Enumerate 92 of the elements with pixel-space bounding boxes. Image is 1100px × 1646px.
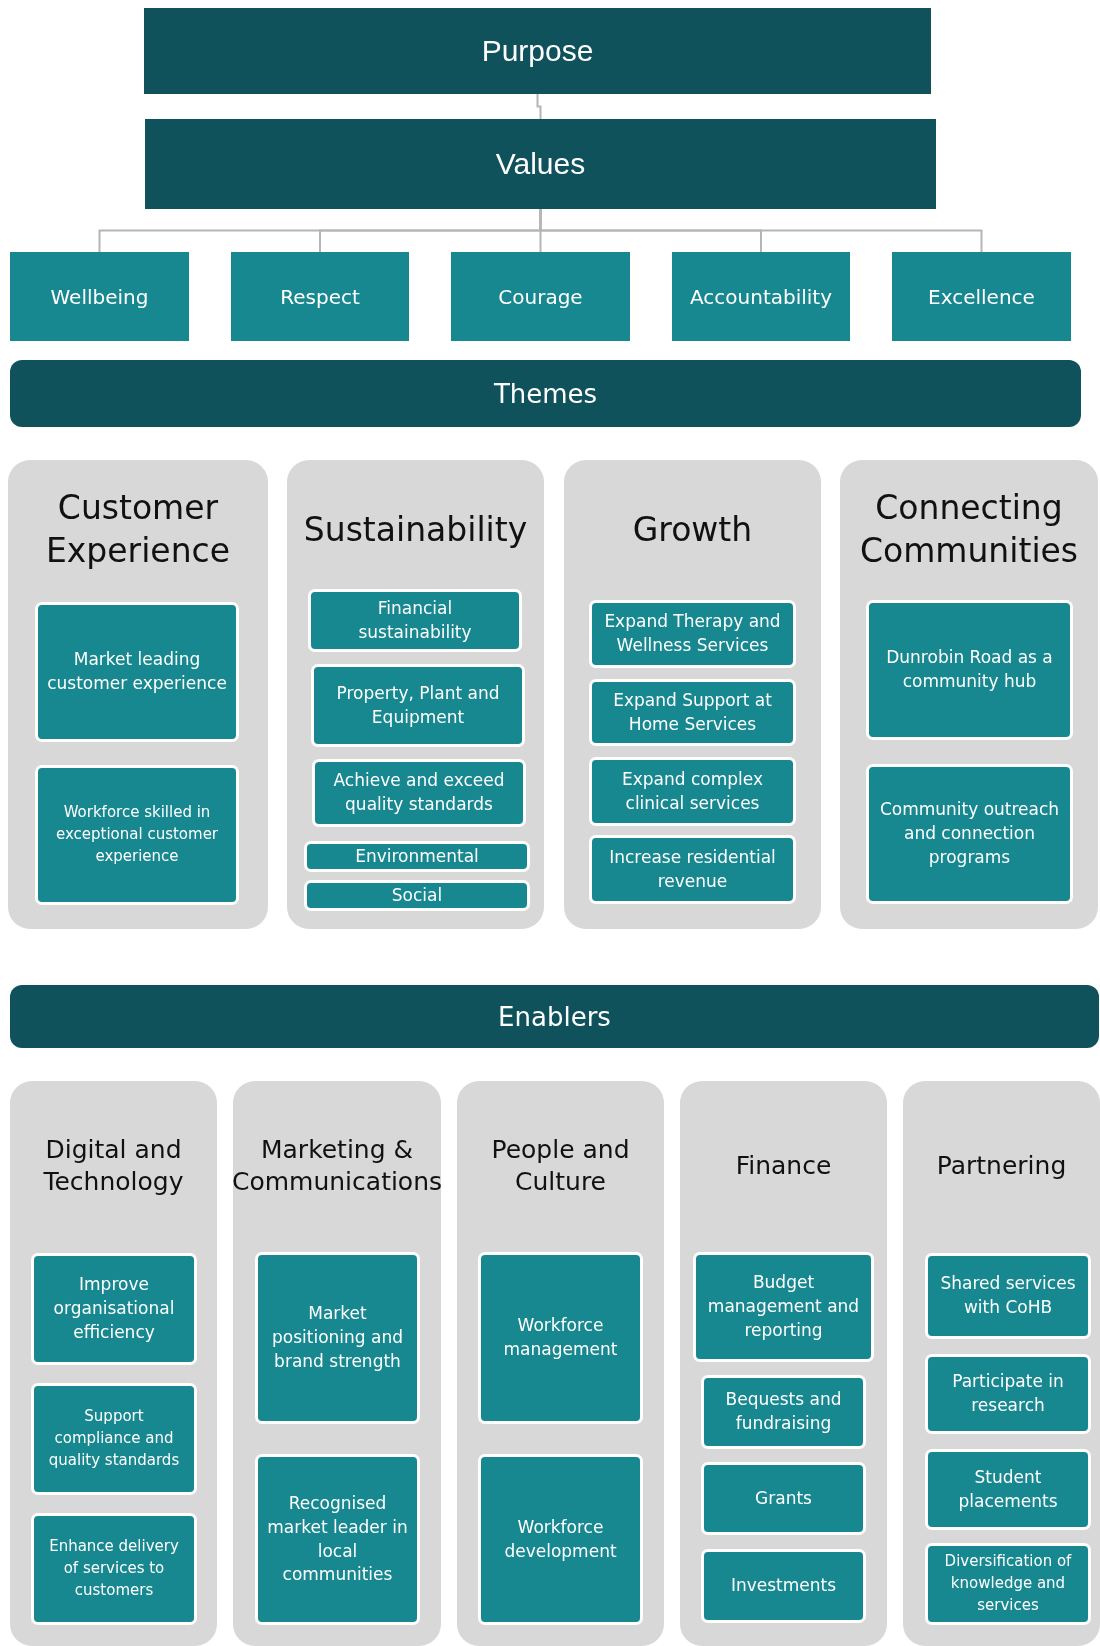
box-label: Increase residential revenue <box>608 845 777 893</box>
item-box <box>866 764 1073 904</box>
box-label: Workforce skilled in exceptional customer experience <box>54 802 220 867</box>
box-label: Property, Plant and Equipment <box>335 681 501 729</box>
item-box <box>31 1513 197 1625</box>
item-box <box>31 1383 197 1495</box>
box-label: Improve organisational efficiency <box>52 1273 176 1344</box>
box-label: Courage <box>498 284 583 309</box>
box-label: Expand Support at Home Services <box>612 688 773 736</box>
box-label: Market leading customer experience <box>46 648 228 695</box>
item-box <box>693 1252 874 1362</box>
box-label: Market positioning and brand strength <box>271 1302 404 1373</box>
box-label: Accountability <box>689 284 833 309</box>
item-box <box>925 1543 1091 1625</box>
box-label: Respect <box>280 284 360 309</box>
box-label: Workforce management <box>502 1314 619 1361</box>
section-bar <box>10 985 1099 1048</box>
enabler-panel <box>10 1081 217 1646</box>
enabler-panel <box>233 1081 441 1646</box>
enabler-panel <box>680 1081 887 1646</box>
panel-title: Connecting Communities <box>858 487 1080 572</box>
box-label: Community outreach and connection programs <box>878 798 1061 869</box>
item-box <box>701 1375 866 1449</box>
box-label: Support compliance and quality standards <box>47 1406 181 1471</box>
item-box <box>255 1454 420 1625</box>
box-label: Financial sustainability <box>357 596 473 644</box>
item-box <box>478 1252 643 1424</box>
item-box <box>925 1449 1091 1530</box>
item-box <box>589 600 796 668</box>
panel-title: Finance <box>734 1149 833 1182</box>
box-label: Dunrobin Road as a community hub <box>885 646 1054 693</box>
item-box <box>255 1252 420 1424</box>
theme-panel <box>287 460 544 929</box>
box-label: Shared services with CoHB <box>939 1272 1077 1319</box>
item-box <box>304 841 530 872</box>
panel-title: People and Culture <box>490 1133 631 1198</box>
box-label: Excellence <box>928 284 1035 309</box>
item-box <box>589 757 796 826</box>
enabler-panel <box>457 1081 664 1646</box>
panel-title: Partnering <box>935 1149 1068 1182</box>
item-box <box>925 1354 1091 1434</box>
item-box <box>701 1549 866 1623</box>
item-box <box>589 679 796 746</box>
item-box <box>31 1253 197 1365</box>
box-label: Expand complex clinical services <box>621 767 764 815</box>
box-label: Purpose <box>481 34 594 68</box>
box-label: Themes <box>493 378 598 409</box>
box-label: Expand Therapy and Wellness Services <box>603 610 782 657</box>
heading-bar <box>145 119 936 209</box>
box-label: Participate in research <box>951 1370 1065 1417</box>
value-box <box>10 252 189 341</box>
panel-title: Customer Experience <box>45 487 231 572</box>
panel-title: Digital and Technology <box>42 1133 185 1198</box>
box-label: Social <box>391 883 443 907</box>
heading-bar <box>144 8 931 94</box>
theme-panel <box>8 460 268 929</box>
box-label: Investments <box>730 1574 837 1598</box>
item-box <box>35 602 239 742</box>
box-label: Values <box>495 147 586 181</box>
item-box <box>35 765 239 905</box>
panel-title: Sustainability <box>302 508 529 551</box>
box-label: Achieve and exceed quality standards <box>332 769 506 816</box>
item-box <box>311 664 525 747</box>
box-label: Enablers <box>498 1001 611 1032</box>
value-box <box>672 252 850 341</box>
item-box <box>312 759 526 827</box>
box-label: Bequests and fundraising <box>724 1388 843 1435</box>
enabler-panel <box>903 1081 1100 1646</box>
item-box <box>304 880 530 911</box>
box-label: Wellbeing <box>50 284 149 309</box>
value-box <box>451 252 630 341</box>
value-box <box>231 252 409 341</box>
box-label: Student placements <box>957 1465 1059 1513</box>
box-label: Workforce development <box>503 1515 618 1563</box>
box-label: Enhance delivery of services to customers <box>48 1536 180 1601</box>
box-label: Grants <box>755 1486 812 1510</box>
box-label: Recognised market leader in local communities <box>266 1491 409 1587</box>
section-bar <box>10 360 1081 427</box>
item-box <box>308 589 522 652</box>
box-label: Budget management and reporting <box>706 1271 861 1342</box>
item-box <box>925 1253 1091 1339</box>
box-label: Environmental <box>355 844 479 868</box>
value-box <box>892 252 1071 341</box>
item-box <box>866 600 1073 740</box>
panel-title: Growth <box>631 508 754 551</box>
item-box <box>701 1462 866 1535</box>
item-box <box>478 1454 643 1625</box>
box-label: Diversification of knowledge and services <box>943 1551 1073 1616</box>
theme-panel <box>564 460 821 929</box>
item-box <box>589 835 796 904</box>
theme-panel <box>840 460 1098 929</box>
connector-line <box>536 93 542 120</box>
